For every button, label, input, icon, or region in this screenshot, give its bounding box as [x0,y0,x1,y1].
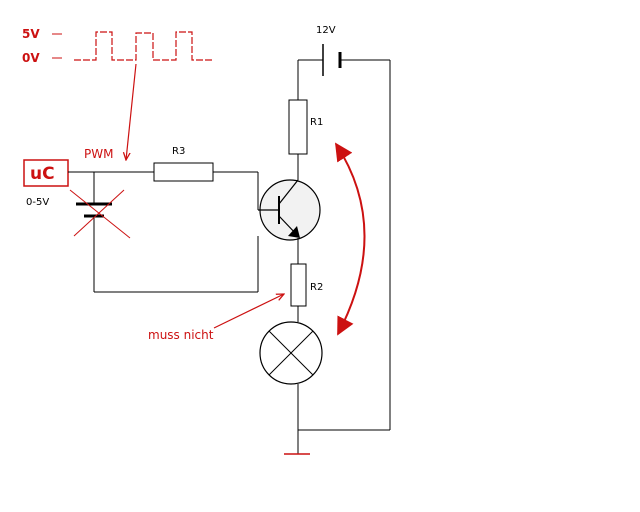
label-r3: R3 [172,146,185,157]
label-pwm: PWM [84,147,113,161]
resistor-r2: R2 [290,263,323,307]
resistor-r3: R3 [153,146,214,182]
square-wave-trace [74,31,212,61]
r1-body [288,99,308,155]
swap-components-arrow [335,142,366,336]
label-voltage-range: 0-5V [26,197,49,208]
label-12v: 12V [316,25,336,36]
crossed-out-battery [69,189,131,239]
cross-line-b [73,189,125,237]
pwm-pointer-arrow [126,63,137,160]
lamp [259,321,323,385]
resistor-r1: R1 [288,99,323,155]
pwm-waveform: 5V 0V [22,27,212,65]
supply-battery: 12V [316,25,342,76]
microcontroller: uC [23,159,69,187]
cross-line-a [69,189,131,239]
r3-body [153,162,214,182]
npn-transistor [258,179,321,241]
lamp-cross-b [268,330,314,376]
emitter-arrow [288,226,300,238]
label-uc: uC [30,164,55,184]
r2-body [290,263,307,307]
collector-lead [278,179,299,205]
label-muss-nicht: muss nicht [148,328,214,342]
uc-box [23,159,69,187]
label-0v: 0V [22,51,40,65]
note-pointer-arrow [213,294,284,329]
label-r1: R1 [310,117,323,128]
label-5v: 5V [22,27,40,41]
power-wiring [297,59,391,454]
input-wiring [68,171,259,293]
label-r2: R2 [310,282,323,293]
